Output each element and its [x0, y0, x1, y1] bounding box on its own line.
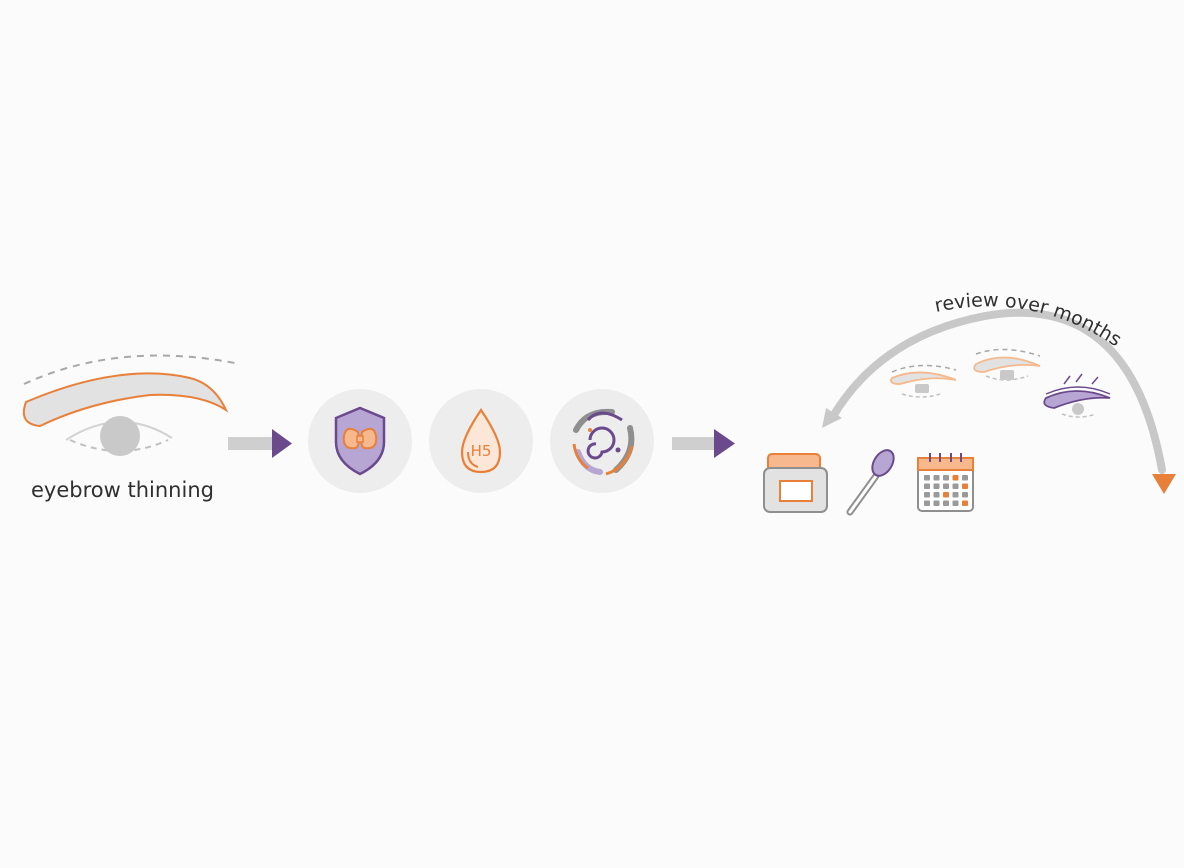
calendar-day — [933, 500, 940, 506]
calendar-day — [952, 492, 959, 498]
calendar-day — [924, 500, 930, 506]
calendar-day — [952, 475, 959, 481]
eyebrow-eye-icon — [22, 354, 241, 456]
calendar-day — [933, 483, 940, 489]
calendar-icon — [917, 453, 974, 512]
calendar-day — [962, 492, 968, 498]
calendar-day — [933, 475, 940, 481]
cream-jar-icon — [763, 453, 828, 513]
calendar-day — [952, 500, 959, 506]
droplet-label: H5 — [471, 442, 492, 460]
calendar-day — [933, 492, 940, 498]
brow-stage-2-icon — [973, 348, 1041, 381]
flow-arrow-1 — [228, 429, 292, 458]
calendar-day — [943, 475, 949, 481]
calendar-day — [924, 475, 930, 481]
calendar-day — [943, 483, 949, 489]
calendar-day — [924, 483, 930, 489]
thyroid-shield-icon — [308, 389, 412, 493]
swirl-inflammation-icon — [550, 389, 654, 493]
brow-stage-1-icon — [890, 364, 957, 398]
hormone-drop-icon: H5 — [429, 389, 533, 493]
calendar-day — [943, 492, 949, 498]
start-label: eyebrow thinning — [31, 478, 214, 502]
calendar-day — [943, 500, 949, 506]
calendar-day — [962, 500, 968, 506]
calendar-day — [962, 483, 968, 489]
flow-arrow-2 — [672, 429, 735, 458]
brow-stage-3-icon — [1043, 373, 1111, 418]
calendar-day — [924, 492, 930, 498]
applicator-swab-icon — [846, 449, 895, 516]
calendar-day — [952, 483, 959, 489]
calendar-day — [962, 475, 968, 481]
